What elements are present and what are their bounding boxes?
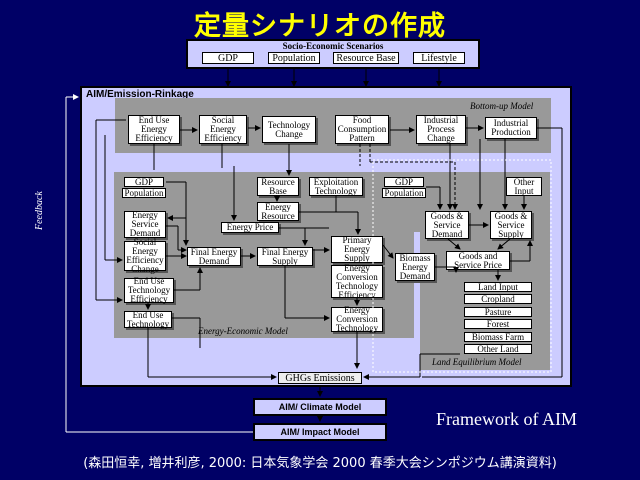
slide-title: 定量シナリオの作成 — [194, 11, 446, 42]
bottom-up-label: Bottom-up Model — [470, 101, 534, 111]
le-forest: Forest — [464, 319, 532, 329]
aim-frame-title: AIM/Emission-Rinkage — [86, 89, 194, 100]
bu-end-use-energy-efficiency: End Use Energy Efficiency — [128, 115, 180, 144]
bu-food-consumption-pattern: Food Consumption Pattern — [335, 115, 389, 144]
ee-final-energy-supply: Final Energy Supply — [257, 247, 313, 266]
ee-social-energy-efficiency-change: Social Energy Efficiency Change — [124, 238, 166, 274]
socio-lifestyle: Lifestyle — [413, 52, 465, 64]
socio-gdp: GDP — [202, 52, 254, 64]
le-cropland: Cropland — [464, 294, 532, 304]
ee-resource-base: Resource Base — [257, 177, 299, 196]
feedback-label: Feedback — [34, 191, 45, 230]
bu-technology-change: Technology Change — [262, 116, 316, 143]
ee-energy-price: Energy Price — [221, 222, 279, 233]
aim-climate-model: AIM/ Climate Model — [253, 398, 387, 416]
ee-end-use-technology: End Use Technology — [124, 310, 172, 328]
socio-resource-base: Resource Base — [333, 52, 399, 64]
le-biomass-farm: Biomass Farm — [464, 332, 532, 342]
land-equilibrium-label: Land Equilibrium Model — [432, 357, 522, 367]
le-goods-service-supply: Goods & Service Supply — [490, 211, 532, 239]
ee-final-energy-demand: Final Energy Demand — [187, 247, 241, 266]
citation: (森田恒幸, 増井利彦, 2000: 日本気象学会 2000 春季大会シンポジウ… — [83, 456, 557, 471]
ee-gdp: GDP — [124, 177, 164, 187]
ghg-emissions: GHGs Emissions — [278, 372, 362, 384]
ee-energy-service-demand: Energy Service Demand — [124, 211, 166, 238]
bu-industrial-production: Industrial Production — [485, 117, 537, 139]
socio-economic-title: Socio-Economic Scenarios — [282, 41, 384, 51]
socio-population: Population — [268, 52, 320, 64]
le-gdp: GDP — [384, 177, 424, 187]
le-other-land: Other Land — [464, 344, 532, 354]
le-goods-service-demand: Goods & Service Demand — [425, 211, 469, 239]
ee-primary-energy-supply: Primary Energy Supply — [331, 236, 383, 263]
framework-label: Framework of AIM — [436, 409, 577, 429]
ee-energy-conversion-technology: Energy Conversion Technology — [331, 306, 383, 333]
ee-end-use-technology-efficiency: End Use Technology Efficiency — [124, 277, 174, 304]
le-goods-service-price: Goods and Service Price — [446, 251, 510, 270]
le-population: Population — [382, 188, 426, 198]
energy-economic-label: Energy-Economic Model — [198, 326, 288, 336]
ee-population: Population — [122, 188, 166, 198]
le-other-input: Other Input — [506, 177, 542, 196]
le-land-input: Land Input — [464, 282, 532, 292]
aim-impact-model: AIM/ Impact Model — [253, 423, 387, 441]
ee-exploitation-technology: Exploitation Technology — [309, 177, 363, 196]
bu-social-energy-efficiency: Social Energy Efficiency — [199, 115, 247, 144]
le-pasture: Pasture — [464, 307, 532, 317]
ee-energy-resource: Energy Resource — [257, 202, 299, 221]
bu-industrial-process-change: Industrial Process Change — [416, 115, 466, 144]
ee-energy-conversion-technology-efficiency: Energy Conversion Technology Efficiency — [331, 263, 383, 299]
ee-biomass-energy-demand: Biomass Energy Demand — [395, 253, 435, 281]
